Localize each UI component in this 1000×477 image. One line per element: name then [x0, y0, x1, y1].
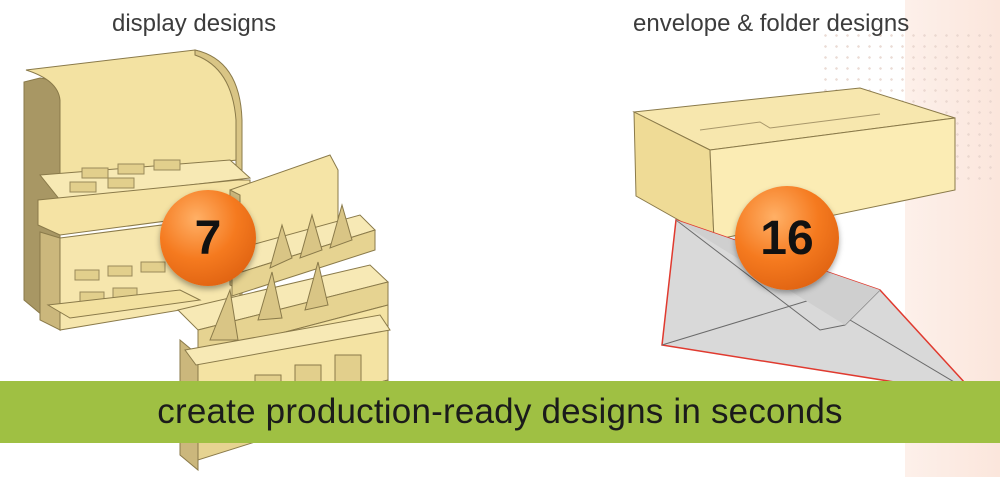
display-designs-heading: display designs — [112, 10, 277, 37]
tagline-banner: create production-ready designs in secon… — [0, 381, 1000, 443]
folder-box-illustration — [632, 87, 956, 241]
display-count-badge: 7 — [160, 190, 256, 286]
envelope-folder-designs-heading: envelope & folder designs — [633, 10, 910, 37]
tiered-display-illustration — [177, 154, 391, 472]
tagline-text: create production-ready designs in secon… — [157, 392, 843, 431]
envelope-count-badge: 16 — [735, 186, 839, 290]
